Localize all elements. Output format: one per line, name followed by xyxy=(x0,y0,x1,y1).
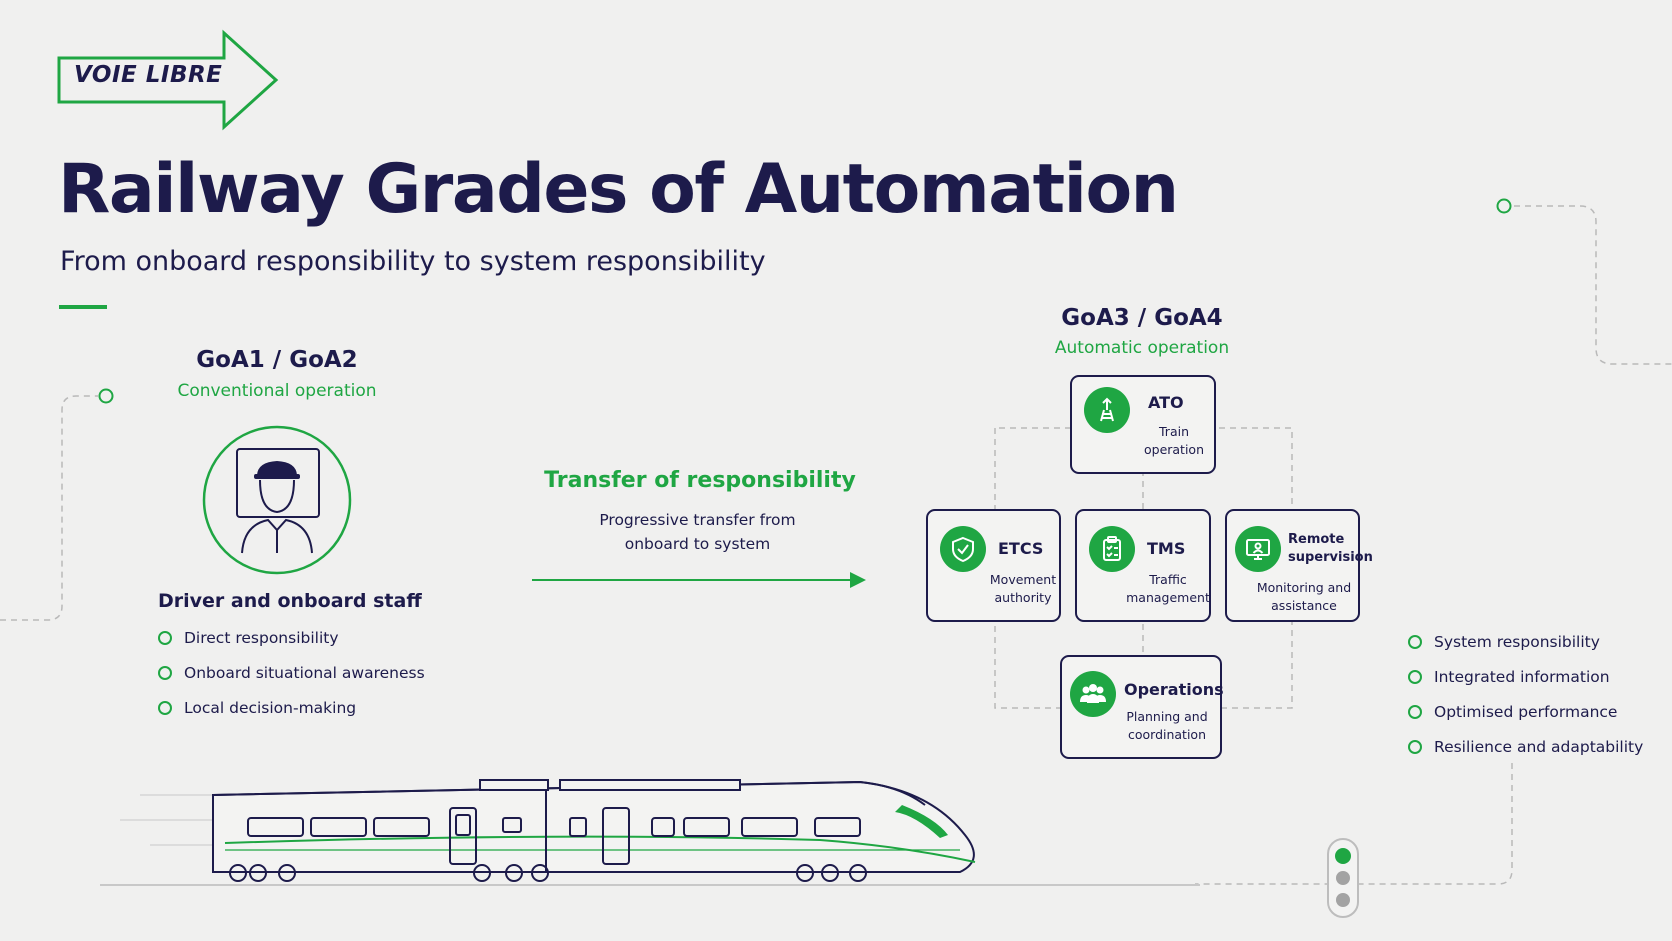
right-mode-label: Automatic operation xyxy=(1054,338,1230,358)
bullet-circle-icon xyxy=(1408,669,1422,684)
clipboard-checklist-icon xyxy=(1089,526,1135,572)
driver-bullet-list: Direct responsibility Onboard situationa… xyxy=(158,620,425,725)
left-mode-label: Conventional operation xyxy=(177,381,377,401)
system-bullet-list: System responsibility Integrated informa… xyxy=(1408,624,1643,764)
brand-logo-text: VOIE LIBRE xyxy=(74,62,223,88)
card-ato: ATO Train operation xyxy=(1070,375,1216,474)
decorative-node-left xyxy=(98,388,114,404)
card-title: TMS xyxy=(1147,539,1186,558)
list-item: Direct responsibility xyxy=(158,620,425,655)
railway-signal-icon xyxy=(1327,838,1359,918)
card-description: Movement authority xyxy=(989,572,1057,605)
team-people-icon xyxy=(1070,671,1116,717)
brand-arrow-shape xyxy=(57,29,279,131)
title-accent-line xyxy=(59,305,107,309)
transfer-heading: Transfer of responsibility xyxy=(544,468,856,493)
list-item: System responsibility xyxy=(1408,624,1643,659)
page-title: Railway Grades of Automation xyxy=(58,150,1179,229)
card-description: Monitoring and assistance xyxy=(1256,580,1352,613)
list-item: Onboard situational awareness xyxy=(158,655,425,690)
transfer-arrow-head xyxy=(850,572,866,588)
card-description: Planning and coordination xyxy=(1126,709,1208,742)
card-description: Train operation xyxy=(1143,424,1205,457)
card-title: Remote supervision xyxy=(1288,532,1373,565)
card-operations: Operations Planning and coordination xyxy=(1060,655,1224,759)
card-etcs: ETCS Movement authority xyxy=(926,509,1061,622)
transfer-description: Progressive transfer from onboard to sys… xyxy=(599,511,796,553)
list-item: Local decision-making xyxy=(158,690,425,725)
monitor-person-icon xyxy=(1235,526,1281,572)
card-title: ETCS xyxy=(998,539,1044,558)
card-title: Operations xyxy=(1124,680,1224,699)
bullet-circle-icon xyxy=(1408,739,1422,754)
card-description: Traffic management xyxy=(1126,572,1210,605)
bullet-circle-icon xyxy=(158,700,172,715)
page-subtitle: From onboard responsibility to system re… xyxy=(60,246,766,277)
bullet-circle-icon xyxy=(158,630,172,645)
card-remote-supervision: Remote supervision Monitoring and assist… xyxy=(1225,509,1373,622)
card-tms: TMS Traffic management xyxy=(1075,509,1211,622)
bullet-circle-icon xyxy=(158,665,172,680)
speed-lines xyxy=(120,794,215,846)
card-title: ATO xyxy=(1148,393,1184,412)
right-goa-label: GoA3 / GoA4 xyxy=(1061,305,1223,331)
bullet-circle-icon xyxy=(1408,704,1422,719)
high-speed-train-illustration xyxy=(212,779,976,882)
list-item: Integrated information xyxy=(1408,659,1643,694)
track-arrow-icon xyxy=(1084,387,1130,433)
train-driver-icon xyxy=(202,425,352,575)
bullet-circle-icon xyxy=(1408,634,1422,649)
driver-heading: Driver and onboard staff xyxy=(158,590,422,612)
list-item: Resilience and adaptability xyxy=(1408,729,1643,764)
list-item: Optimised performance xyxy=(1408,694,1643,729)
shield-check-icon xyxy=(940,526,986,572)
left-goa-label: GoA1 / GoA2 xyxy=(196,347,358,373)
decorative-node-right xyxy=(1496,198,1512,214)
